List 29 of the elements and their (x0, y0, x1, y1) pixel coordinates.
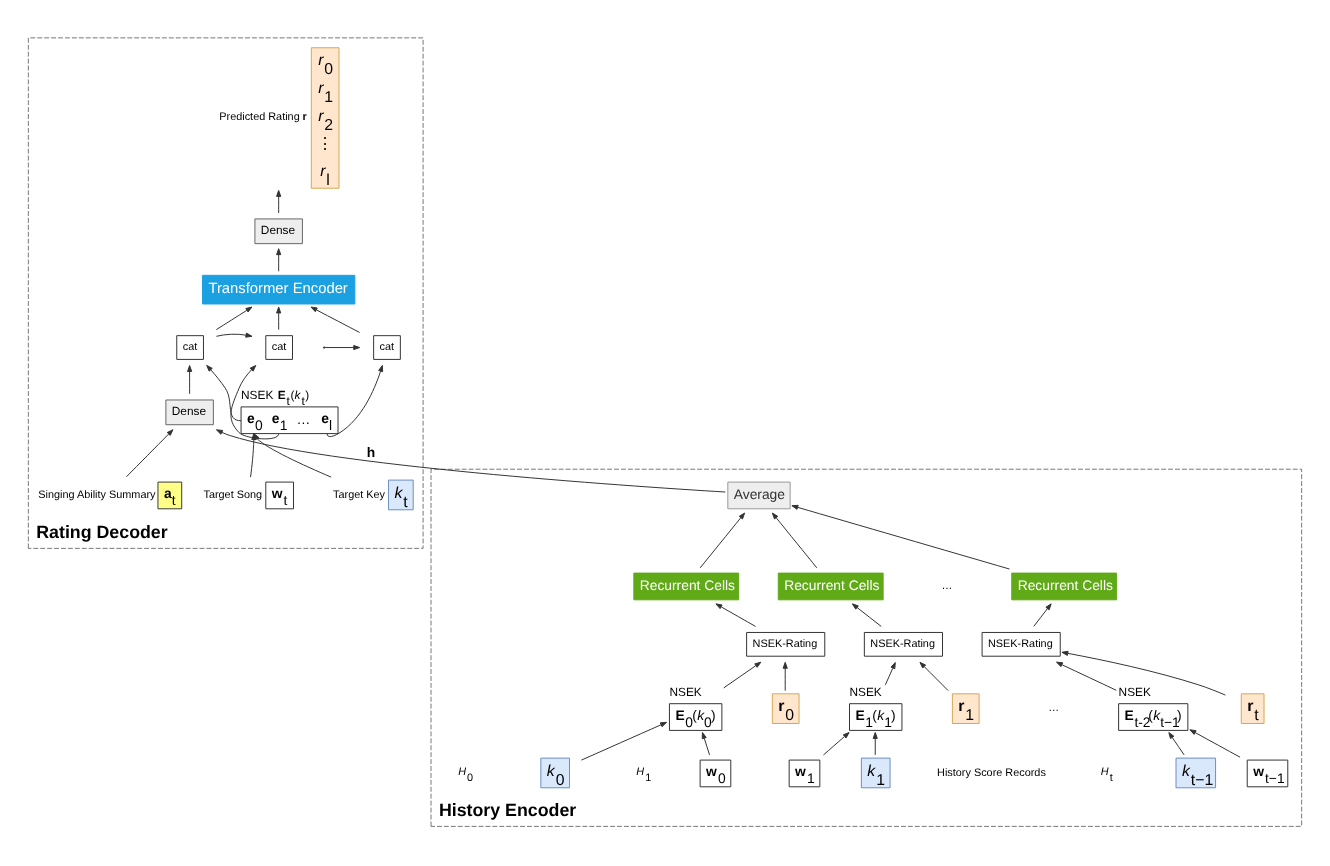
arrow (1189, 729, 1241, 758)
arrow (919, 661, 949, 692)
arrow (580, 721, 668, 761)
arrow (1168, 732, 1185, 756)
arrow (771, 512, 818, 569)
arrow (126, 429, 174, 478)
arrow (215, 306, 253, 331)
arrow (1056, 661, 1117, 691)
arrow (1061, 650, 1226, 696)
arrow (701, 732, 711, 756)
arrow (884, 662, 896, 686)
arrow (872, 732, 878, 756)
arrow (276, 306, 282, 331)
arrow (791, 504, 1011, 570)
arrow (822, 732, 850, 756)
arrow (1033, 603, 1052, 627)
arrow (187, 365, 193, 395)
arrow (782, 661, 788, 692)
arrow (715, 603, 756, 627)
arrow (324, 344, 361, 351)
arrow (723, 661, 762, 689)
arrow (215, 332, 253, 338)
arrow (276, 189, 282, 214)
arrow (326, 364, 384, 438)
arrow (310, 306, 361, 333)
arrow (851, 603, 882, 627)
arrow (276, 248, 282, 272)
arrow (206, 364, 242, 422)
arrow (699, 512, 746, 569)
